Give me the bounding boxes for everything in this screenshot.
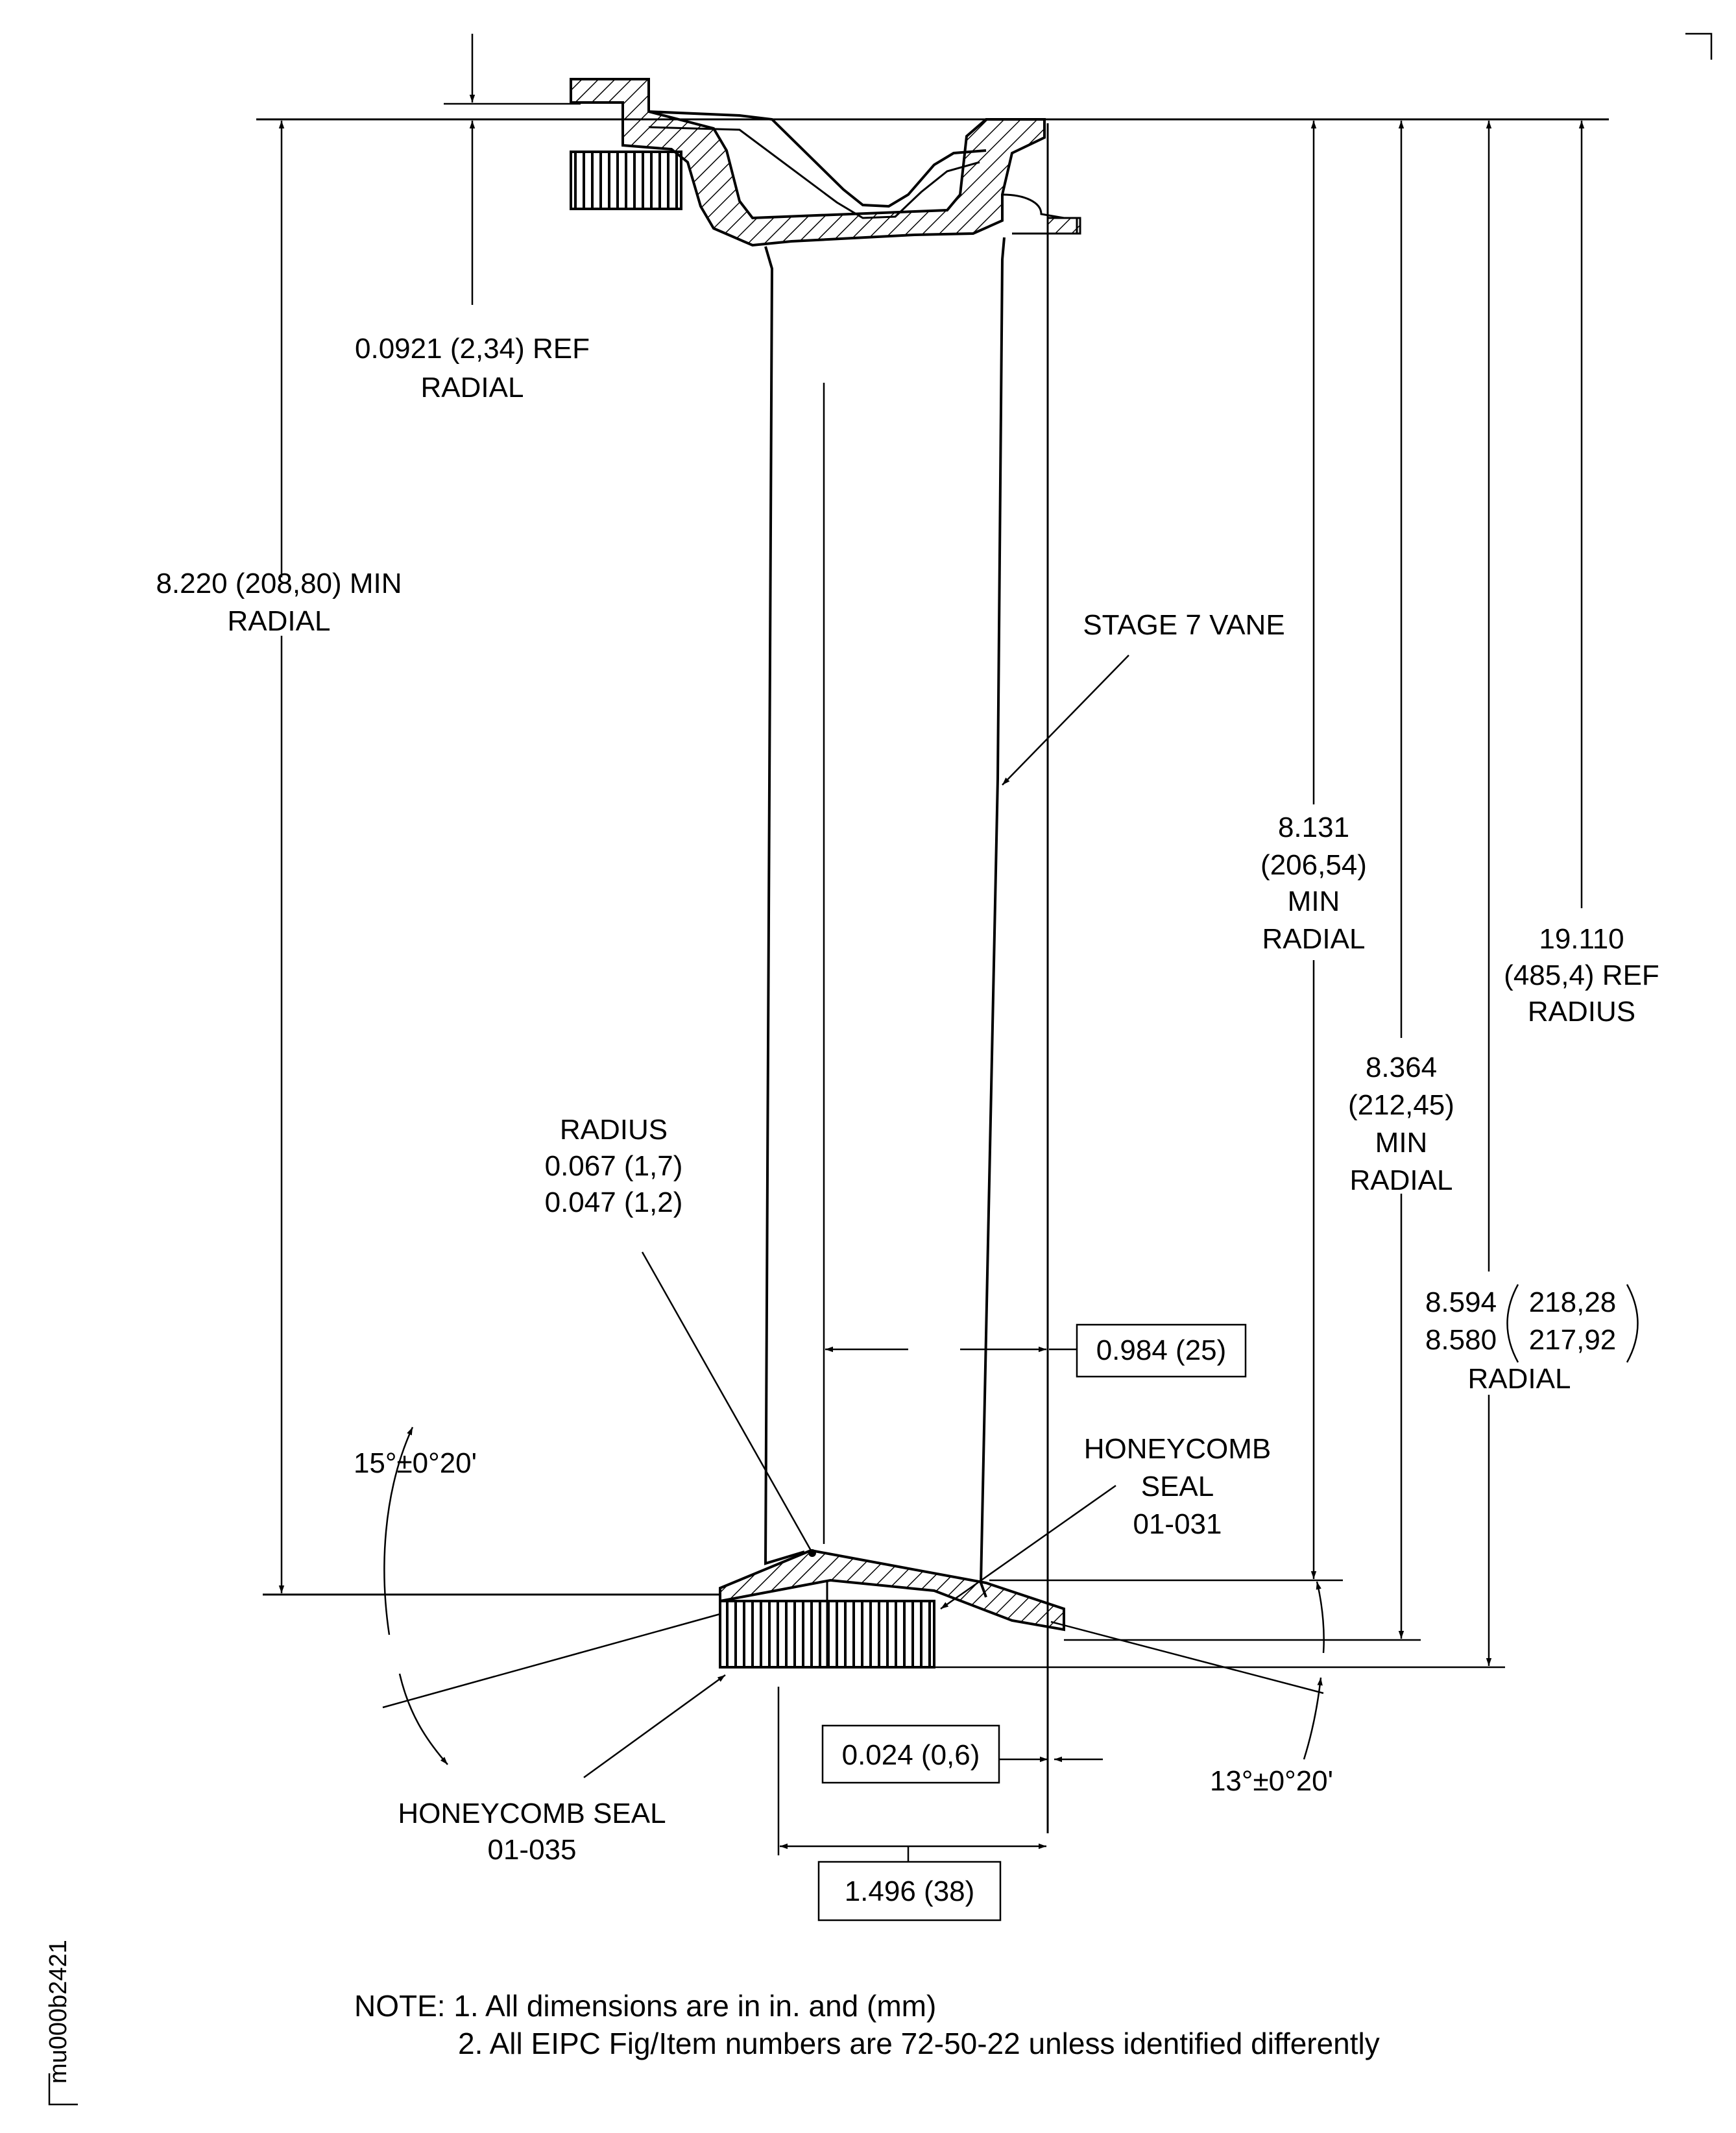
angle-15-arc-upper	[383, 1427, 414, 1635]
airfoil-leading-edge	[764, 246, 805, 1565]
dim-0984-box	[1076, 1323, 1247, 1378]
dim-8131-line3: MIN	[1288, 886, 1340, 917]
dim-0921-line1: 0.0921 (2,34) REF	[355, 333, 590, 365]
dim-8594-inch-bottom: 8.580	[1425, 1324, 1497, 1356]
angle-15-label: 15°±0°20'	[354, 1447, 477, 1479]
honeycomb-031-line2: SEAL	[1141, 1471, 1214, 1502]
dim-0921-line2: RADIAL	[421, 372, 524, 404]
dim-8594-paren-left	[1506, 1284, 1519, 1363]
top-honeycomb-seal	[570, 151, 682, 210]
shroud-inner-wall-2	[648, 126, 980, 219]
radius-note-line2: 0.067 (1,7)	[545, 1150, 683, 1182]
dim-19110-line1: 19.110	[1539, 923, 1624, 955]
vane-leader	[1002, 655, 1129, 786]
airfoil-trailing-edge	[979, 237, 1006, 1598]
dim-8220-line1: 8.220 (208,80) MIN	[156, 568, 402, 599]
shroud-tab	[1046, 217, 1081, 235]
stage-7-vane-label: STAGE 7 VANE	[1083, 609, 1284, 641]
angle-15-ref-line	[382, 1613, 721, 1709]
corner-mark-bottom-left	[48, 2073, 78, 2106]
dim-8594-mm-top: 218,28	[1529, 1286, 1617, 1318]
dim-8131-line2: (206,54)	[1260, 849, 1367, 881]
dim-8220-line2: RADIAL	[228, 605, 331, 637]
angle-13-arc-upper	[1316, 1581, 1325, 1654]
angle-13-label: 13°±0°20'	[1210, 1765, 1333, 1797]
dim-8594-paren-right	[1626, 1284, 1639, 1363]
corner-mark-top-right	[1685, 32, 1713, 60]
honeycomb-035-leader	[583, 1674, 726, 1779]
dim-8364-line4: RADIAL	[1350, 1164, 1453, 1196]
dim-8594-inch-top: 8.594	[1425, 1286, 1497, 1318]
dim-19110-line2: (485,4) REF	[1504, 959, 1659, 991]
dim-8131-line1: 8.131	[1278, 812, 1349, 843]
dim-8364-line2: (212,45)	[1348, 1089, 1454, 1121]
note-line-2: 2. All EIPC Fig/Item numbers are 72-50-2…	[458, 2027, 1380, 2060]
dim-0024-box	[821, 1724, 1000, 1784]
shroud-inner-wall	[648, 110, 987, 208]
dim-8364-line1: 8.364	[1366, 1052, 1437, 1083]
angle-15-arc-lower	[398, 1673, 448, 1765]
honeycomb-031-leader	[940, 1484, 1116, 1610]
radius-leader	[641, 1251, 812, 1551]
dim-0024-text: 0.024 (0,6)	[842, 1739, 980, 1771]
note-line-1: NOTE: 1. All dimensions are in in. and (…	[354, 1989, 936, 2023]
dim-1496-text: 1.496 (38)	[845, 1875, 975, 1907]
honeycomb-035-line1: HONEYCOMB SEAL	[398, 1798, 666, 1829]
radius-note-line3: 0.047 (1,2)	[545, 1187, 683, 1218]
dim-0984-text: 0.984 (25)	[1096, 1334, 1227, 1366]
dim-8364-line3: MIN	[1375, 1127, 1428, 1159]
honeycomb-035-line2: 01-035	[487, 1834, 576, 1866]
honeycomb-031-line1: HONEYCOMB	[1084, 1433, 1271, 1465]
radius-note-line1: RADIUS	[560, 1114, 668, 1146]
angle-13-arc-lower	[1303, 1677, 1323, 1760]
figure-id: mu000b2421	[45, 1940, 72, 2084]
dim-8131-line4: RADIAL	[1262, 923, 1366, 955]
angle-13-ref-line	[1050, 1621, 1324, 1694]
honeycomb-031-line3: 01-031	[1133, 1508, 1222, 1540]
inner-shroud	[719, 1549, 1065, 1669]
dim-8594-mm-bottom: 217,92	[1529, 1324, 1617, 1356]
dim-1496-box	[817, 1861, 1002, 1922]
dim-8594-suffix: RADIAL	[1468, 1363, 1571, 1395]
outer-shroud	[570, 78, 1081, 247]
dim-19110-line3: RADIUS	[1528, 996, 1635, 1028]
radius-point	[808, 1549, 816, 1557]
